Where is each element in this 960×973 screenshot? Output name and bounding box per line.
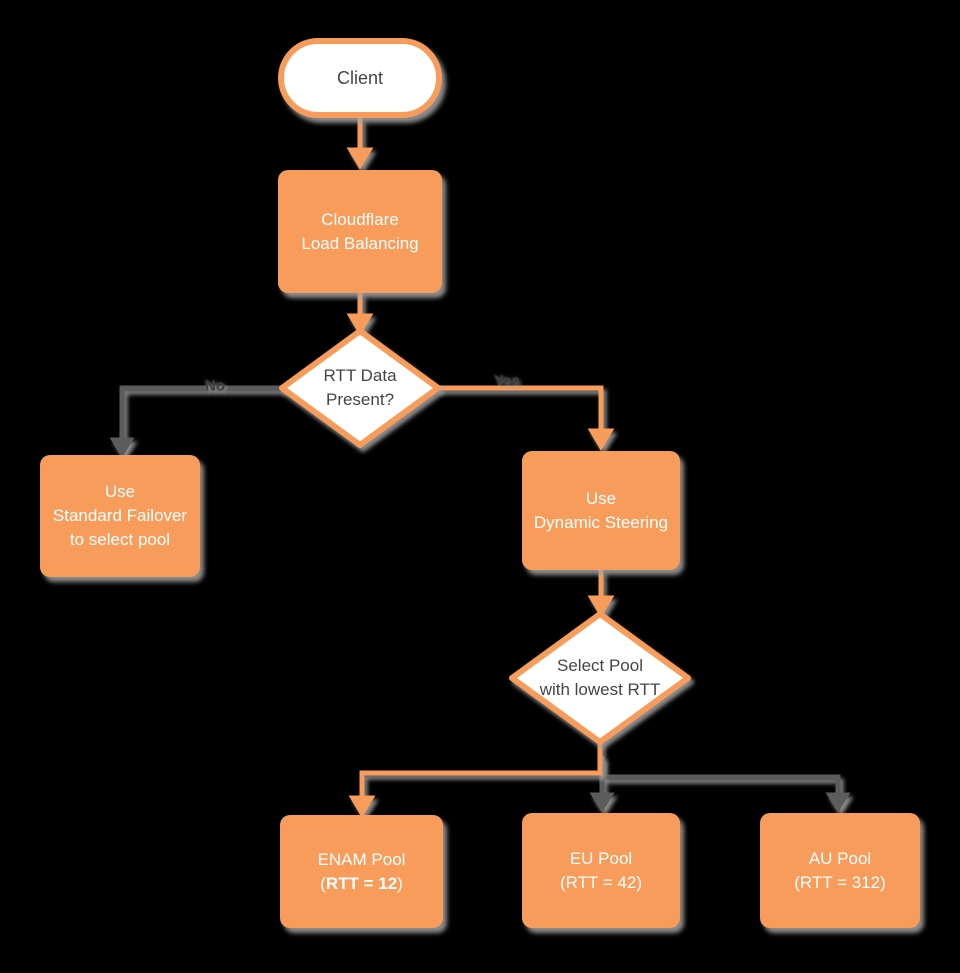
failover-label-line1: Use: [104, 482, 136, 501]
rtt-decision-label: RTT Data Present?: [323, 364, 396, 412]
select-pool-line1: Select Pool: [556, 656, 643, 675]
edge-label-no: No: [205, 377, 225, 395]
arrowhead-into-eu-pool: [589, 792, 615, 813]
au-pool-node: AU Pool (RTT = 312): [760, 813, 920, 928]
wire-no-branch: [119, 385, 286, 440]
enam-rtt-open-paren: (: [320, 873, 326, 893]
client-label: Client: [336, 67, 384, 88]
wire-yes-branch: [436, 385, 604, 432]
dynamic-label-line2: Dynamic Steering: [533, 512, 669, 532]
arrowhead-into-dynamic: [587, 428, 615, 451]
arrowhead-into-cloudflare: [346, 147, 374, 170]
decision-rtt-present: [279, 328, 441, 448]
select-pool-line2: with lowest RTT: [539, 680, 661, 699]
eu-pool-rtt: (RTT = 42): [559, 872, 643, 892]
select-pool-label: Select Pool with lowest RTT: [540, 654, 661, 702]
arrowhead-into-au-pool: [825, 792, 851, 813]
decision-select-pool: [509, 611, 691, 745]
edge-label-yes: Yes: [494, 372, 520, 390]
decision-shapes: [279, 328, 691, 745]
au-pool-title: AU Pool: [808, 848, 872, 868]
au-pool-rtt: (RTT = 312): [794, 872, 886, 892]
enam-pool-node: ENAM Pool (RTT = 12): [280, 815, 443, 928]
arrowhead-into-enam-pool: [348, 795, 376, 818]
dynamic-label-line1: Use: [585, 488, 617, 508]
enam-rtt-value: RTT = 12: [325, 873, 398, 893]
eu-pool-title: EU Pool: [569, 848, 633, 868]
client-node: Client: [278, 38, 442, 118]
rtt-decision-line1: RTT Data: [323, 366, 397, 385]
enam-pool-rtt: (RTT = 12): [320, 872, 403, 896]
enam-rtt-close-paren: ): [397, 873, 403, 893]
failover-label-line3: to select pool: [69, 530, 171, 549]
wire-to-au-pool: [602, 774, 841, 796]
standard-failover-node: Use Standard Failover to select pool: [40, 455, 200, 577]
cloudflare-label-line2: Load Balancing: [301, 233, 419, 253]
eu-pool-node: EU Pool (RTT = 42): [522, 813, 680, 928]
arrowhead-into-decision: [346, 313, 374, 336]
failover-label-line2: Standard Failover: [52, 506, 188, 525]
cloudflare-lb-node: Cloudflare Load Balancing: [278, 170, 442, 293]
dynamic-steering-node: Use Dynamic Steering: [522, 451, 680, 570]
enam-pool-title: ENAM Pool: [317, 849, 406, 869]
arrowhead-into-select: [587, 595, 615, 618]
arrowhead-into-failover: [109, 437, 135, 458]
cloudflare-label-line1: Cloudflare: [321, 209, 399, 229]
orange-connectors: [346, 118, 615, 818]
wire-to-enam-pool: [359, 742, 603, 799]
rtt-decision-line2: Present?: [325, 390, 395, 409]
gray-connectors: [109, 385, 851, 813]
